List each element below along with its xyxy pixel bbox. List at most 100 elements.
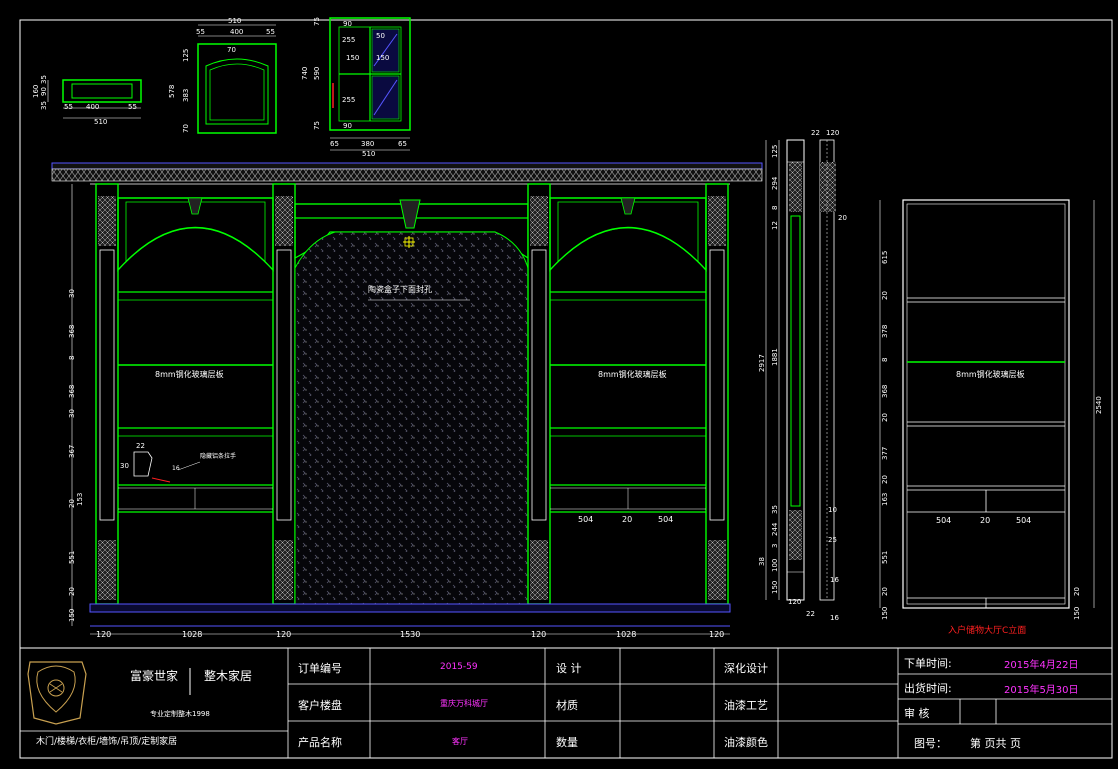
review-label: 审 核 [904, 707, 930, 720]
dim-text: 400 [86, 103, 99, 111]
svg-text:120: 120 [826, 129, 839, 137]
svg-text:615: 615 [881, 251, 889, 264]
svg-text:20: 20 [881, 413, 889, 422]
svg-text:8: 8 [771, 206, 779, 210]
svg-text:22: 22 [811, 129, 820, 137]
svg-text:294: 294 [771, 176, 779, 190]
dim-text: 510 [228, 17, 241, 25]
svg-text:244: 244 [771, 522, 779, 536]
svg-text:1028: 1028 [182, 630, 202, 639]
svg-text:3: 3 [771, 544, 779, 548]
drawing-no-value: 第 页共 页 [970, 737, 1021, 750]
dim-text: 160 [32, 85, 40, 98]
svg-text:25: 25 [828, 536, 837, 544]
order-no-label: 订单编号 [298, 662, 342, 675]
svg-text:30: 30 [68, 409, 76, 418]
svg-text:20: 20 [881, 475, 889, 484]
dim-text: 70 [182, 124, 190, 133]
side-section [765, 139, 836, 601]
dim-text: 90 [343, 122, 352, 130]
dim-text: 510 [362, 150, 375, 158]
svg-text:12: 12 [771, 221, 779, 230]
glass-shelf-label-left: 8mm钢化玻璃层板 [155, 369, 224, 379]
drawer-dim: 504 [658, 515, 673, 524]
drawing-no-label: 图号： [914, 737, 947, 750]
svg-text:20: 20 [881, 587, 889, 596]
svg-text:150: 150 [881, 607, 889, 620]
svg-text:368: 368 [881, 385, 889, 398]
dim-text: 380 [361, 140, 374, 148]
svg-text:8: 8 [881, 358, 889, 362]
dim-text: 90 [343, 20, 352, 28]
svg-text:367: 367 [68, 445, 76, 458]
dim-text: 90 [40, 87, 48, 96]
svg-text:120: 120 [709, 630, 724, 639]
company-logo [27, 661, 87, 725]
order-no-value[interactable]: 2015-59 [440, 662, 478, 672]
svg-text:20: 20 [881, 291, 889, 300]
svg-text:38: 38 [758, 557, 766, 566]
svg-text:120: 120 [788, 598, 801, 606]
order-time-value[interactable]: 2015年4月22日 [1004, 660, 1079, 671]
order-time-label: 下单时间: [904, 657, 952, 670]
svg-text:120: 120 [96, 630, 111, 639]
arched-door-detail [197, 24, 277, 134]
design-label: 设 计 [556, 662, 582, 675]
detail-dim: 22 [136, 442, 145, 450]
svg-text:377: 377 [881, 447, 889, 460]
cabinet-glass-label: 8mm钢化玻璃层板 [956, 369, 1025, 379]
quantity-label: 数量 [556, 736, 578, 749]
paint-process-label: 油漆工艺 [724, 699, 768, 712]
svg-text:163: 163 [881, 493, 889, 506]
side-dims: 22 120 125 294 8 12 2917 1881 35 244 3 3… [758, 129, 847, 622]
dim-text: 65 [398, 140, 407, 148]
paint-color-label: 油漆颜色 [724, 736, 768, 749]
svg-text:150: 150 [771, 581, 779, 594]
dim-text: 75 [313, 17, 321, 26]
cabinet-dims: 615 20 378 8 368 20 377 20 163 551 20 15… [881, 251, 1103, 620]
front-left-dims: 30 368 8 368 30 367 20 153 551 20 150 [68, 289, 84, 622]
dim-text: 400 [230, 28, 243, 36]
svg-text:16: 16 [830, 614, 839, 622]
client-value[interactable]: 重庆万科城厅 [440, 699, 488, 708]
cabinet-caption: 入户储物大厅C立面 [948, 624, 1026, 636]
dim-text: 65 [330, 140, 339, 148]
product-value[interactable]: 客厅 [452, 737, 468, 746]
ship-time-value[interactable]: 2015年5月30日 [1004, 685, 1079, 696]
cabinet-drawer-dim: 504 [1016, 516, 1031, 525]
front-bottom-dims: 120 1028 120 1530 120 1028 120 [96, 630, 724, 639]
brand-name: 富豪世家 [130, 669, 179, 683]
brand-sub: 整木家居 [204, 669, 253, 683]
svg-text:120: 120 [531, 630, 546, 639]
dim-text: 150 [346, 54, 359, 62]
svg-text:120: 120 [276, 630, 291, 639]
cabinet-elevation [879, 199, 1095, 609]
detail-dim: 30 [120, 462, 129, 470]
dim-text: 35 [40, 101, 48, 110]
dim-text: 510 [94, 118, 107, 126]
dim-text: 50 [376, 32, 385, 40]
title-block [19, 647, 1113, 759]
deep-design-label: 深化设计 [724, 662, 768, 675]
dim-text: 35 [40, 75, 48, 84]
brand-line: 专业定制整木1998 [150, 710, 210, 718]
dim-text: 55 [196, 28, 205, 36]
detail-note: 隐藏铝条拉手 [200, 452, 236, 460]
front-elevation [51, 162, 763, 635]
dim-text: 255 [342, 96, 355, 104]
brand-products: 木门/楼梯/衣柜/墙饰/吊顶/定制家居 [36, 737, 178, 747]
drawer-front-detail [47, 79, 142, 119]
svg-text:378: 378 [881, 325, 889, 338]
svg-text:1881: 1881 [771, 348, 779, 366]
ship-time-label: 出货时间: [904, 682, 952, 695]
svg-text:150: 150 [1073, 607, 1081, 620]
dim-text: 125 [182, 49, 190, 62]
dim-text: 55 [266, 28, 275, 36]
svg-text:10: 10 [828, 506, 837, 514]
dim-text: 75 [313, 121, 321, 130]
svg-text:125: 125 [771, 145, 779, 158]
client-label: 客户楼盘 [298, 699, 342, 712]
drawer-dim: 504 [578, 515, 593, 524]
svg-text:20: 20 [1073, 587, 1081, 596]
